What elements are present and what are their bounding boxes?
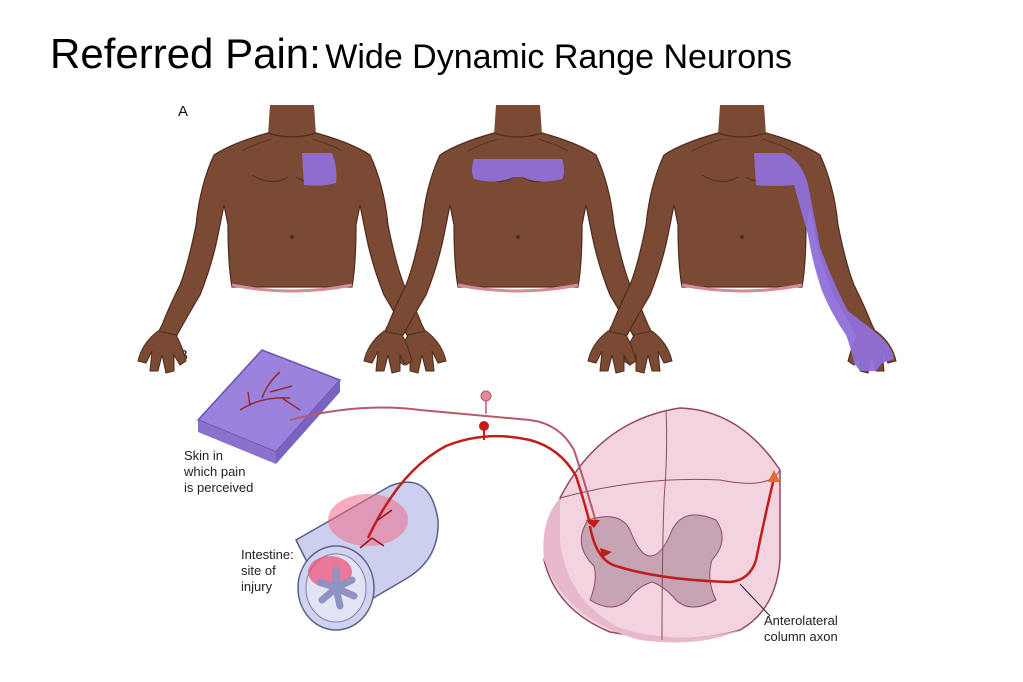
title-main: Referred Pain: <box>50 30 321 77</box>
skin-caption: Skin in which pain is perceived <box>184 448 253 496</box>
axon-caption-line-1: Anterolateral <box>764 613 838 628</box>
skin-patch <box>196 349 342 464</box>
intestine-caption-line-1: Intestine: <box>241 547 294 562</box>
intestine <box>295 481 439 631</box>
intestine-caption-line-2: site of <box>241 563 276 578</box>
neuron-pathways <box>289 390 780 617</box>
torso-both-chest <box>362 103 674 375</box>
panel-a-label: A <box>178 103 189 120</box>
skin-caption-line-2: which pain <box>184 464 246 479</box>
skin-caption-line-3: is perceived <box>184 480 254 495</box>
intestine-caption-line-3: injury <box>241 579 273 594</box>
torso-left-chest <box>136 103 448 375</box>
skin-caption-line-1: Skin in <box>184 448 224 463</box>
torso-chest-arm <box>586 103 898 375</box>
intestine-caption: Intestine: site of injury <box>241 547 294 595</box>
axon-caption-line-2: column axon <box>764 629 838 644</box>
axon-caption: Anterolateral column axon <box>764 613 838 645</box>
page-title: Referred Pain: Wide Dynamic Range Neuron… <box>50 30 792 78</box>
pain-region-chest-band <box>472 159 564 182</box>
spinal-cord <box>543 407 781 643</box>
title-sub: Wide Dynamic Range Neurons <box>325 38 793 76</box>
pain-region-left-chest <box>302 153 337 186</box>
pain-region-chest-and-arm <box>754 153 894 371</box>
